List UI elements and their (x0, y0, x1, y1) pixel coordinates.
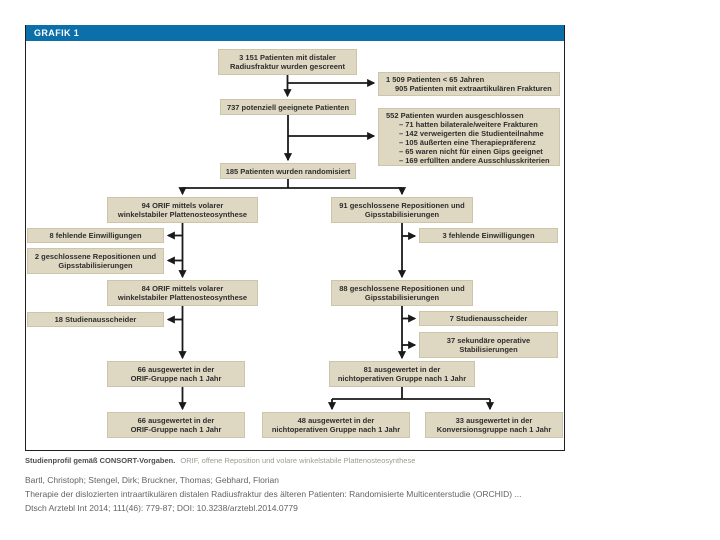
flow-box-excluded-552: 552 Patienten wurden ausgeschlossen – 71… (378, 108, 560, 166)
flow-box-dropouts-7: 7 Studienausscheider (419, 311, 558, 326)
citation-authors: Bartl, Christoph; Stengel, Dirk; Bruckne… (25, 475, 280, 485)
flow-box-cast-91: 91 geschlossene Repositionen und Gipssta… (331, 197, 473, 223)
flow-box-analyzed-orif-66: 66 ausgewertet in der ORIF-Gruppe nach 1… (107, 361, 245, 387)
flow-box-analyzed-nonop-81: 81 ausgewertet in der nichtoperativen Gr… (329, 361, 475, 387)
excluded-item: – 169 erfüllten andere Ausschlusskriteri… (399, 156, 550, 165)
excluded-item: – 71 hatten bilaterale/weitere Frakturen (399, 120, 538, 129)
figure-label: GRAFIK 1 (34, 28, 80, 38)
flow-box-dropouts-18: 18 Studienausscheider (27, 312, 164, 327)
citation-title: Therapie der dislozierten intraartikulär… (25, 489, 522, 499)
citation-source: Dtsch Arztebl Int 2014; 111(46): 779-87;… (25, 503, 298, 513)
excluded-title: 552 Patienten wurden ausgeschlossen (386, 111, 524, 120)
figure-header-bar: GRAFIK 1 (26, 25, 564, 41)
flow-box-secondary-op-37: 37 sekundäre operative Stabilisierungen (419, 332, 558, 358)
caption-bold: Studienprofil gemäß CONSORT-Vorgaben. (25, 456, 176, 465)
excluded-age-line1: 1 509 Patienten < 65 Jahren (386, 75, 485, 84)
excluded-age-line2: 905 Patienten mit extraartikulären Frakt… (395, 84, 552, 93)
flow-box-randomized: 185 Patienten wurden randomisiert (220, 163, 356, 179)
flow-box-excluded-age: 1 509 Patienten < 65 Jahren 905 Patiente… (378, 72, 560, 96)
flow-box-final-orif-66: 66 ausgewertet in der ORIF-Gruppe nach 1… (107, 412, 245, 438)
flow-box-cast-88: 88 geschlossene Repositionen und Gipssta… (331, 280, 473, 306)
flow-box-final-nonop-48: 48 ausgewertet in der nichtoperativen Gr… (262, 412, 410, 438)
citation-block: Bartl, Christoph; Stengel, Dirk; Bruckne… (25, 473, 715, 515)
flow-box-orif-84: 84 ORIF mittels volarer winkelstabiler P… (107, 280, 258, 306)
flow-box-final-conversion-33: 33 ausgewertet in der Konversionsgruppe … (425, 412, 563, 438)
caption-rest: ORIF, offene Reposition und volare winke… (180, 456, 416, 465)
flow-box-screened: 3 151 Patienten mit distaler Radiusfrakt… (218, 49, 357, 75)
excluded-item: – 65 waren nicht für einen Gips geeignet (399, 147, 543, 156)
flow-box-missing-consent-3: 3 fehlende Einwilligungen (419, 228, 558, 243)
excluded-item: – 105 äußerten eine Therapiepräferenz (399, 138, 536, 147)
flow-box-eligible: 737 potenziell geeignete Patienten (220, 99, 356, 115)
flow-box-orif-94: 94 ORIF mittels volarer winkelstabiler P… (107, 197, 258, 223)
flow-box-crossover-2: 2 geschlossene Repositionen und Gipsstab… (27, 248, 164, 274)
figure-caption: Studienprofil gemäß CONSORT-Vorgaben. OR… (25, 456, 570, 466)
excluded-item: – 142 verweigerten die Studienteilnahme (399, 129, 544, 138)
flow-box-missing-consent-8: 8 fehlende Einwilligungen (27, 228, 164, 243)
